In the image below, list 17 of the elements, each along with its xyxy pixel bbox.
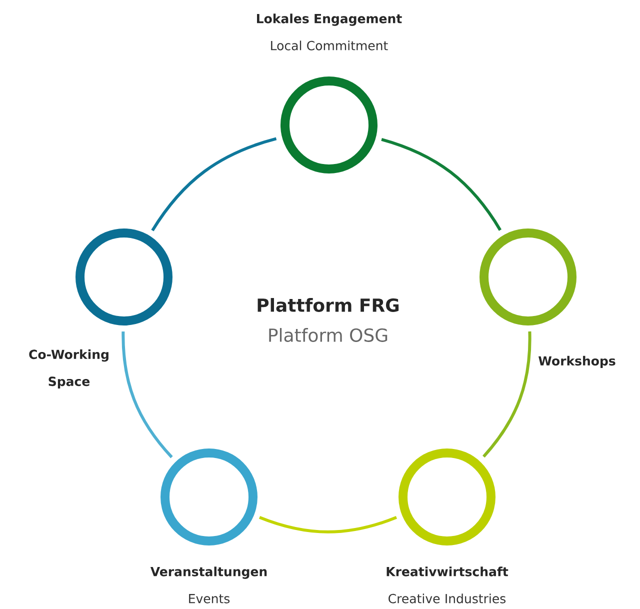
node-caption: Workshops	[538, 356, 616, 368]
connector-arc	[151, 137, 277, 232]
connector-arc	[482, 331, 532, 458]
center-subtitle: Platform OSG	[269, 328, 388, 342]
connector-arc	[259, 516, 397, 534]
node-caption: Veranstaltungen Events	[150, 566, 267, 604]
center-title: Plattform FRG	[258, 298, 399, 312]
connector-arc	[122, 331, 173, 458]
ring-circle	[398, 448, 496, 546]
ring-circle	[480, 228, 576, 326]
ring-circle	[280, 76, 378, 174]
ring-circle	[76, 228, 172, 326]
connector-arc	[381, 138, 502, 231]
node-caption: Kreativwirtschaft Creative Industries	[386, 566, 508, 604]
ring-circle	[160, 448, 258, 546]
node-caption: Co-Working Space	[29, 349, 108, 389]
node-caption: Lokales Engagement Local Commitment	[257, 14, 402, 50]
